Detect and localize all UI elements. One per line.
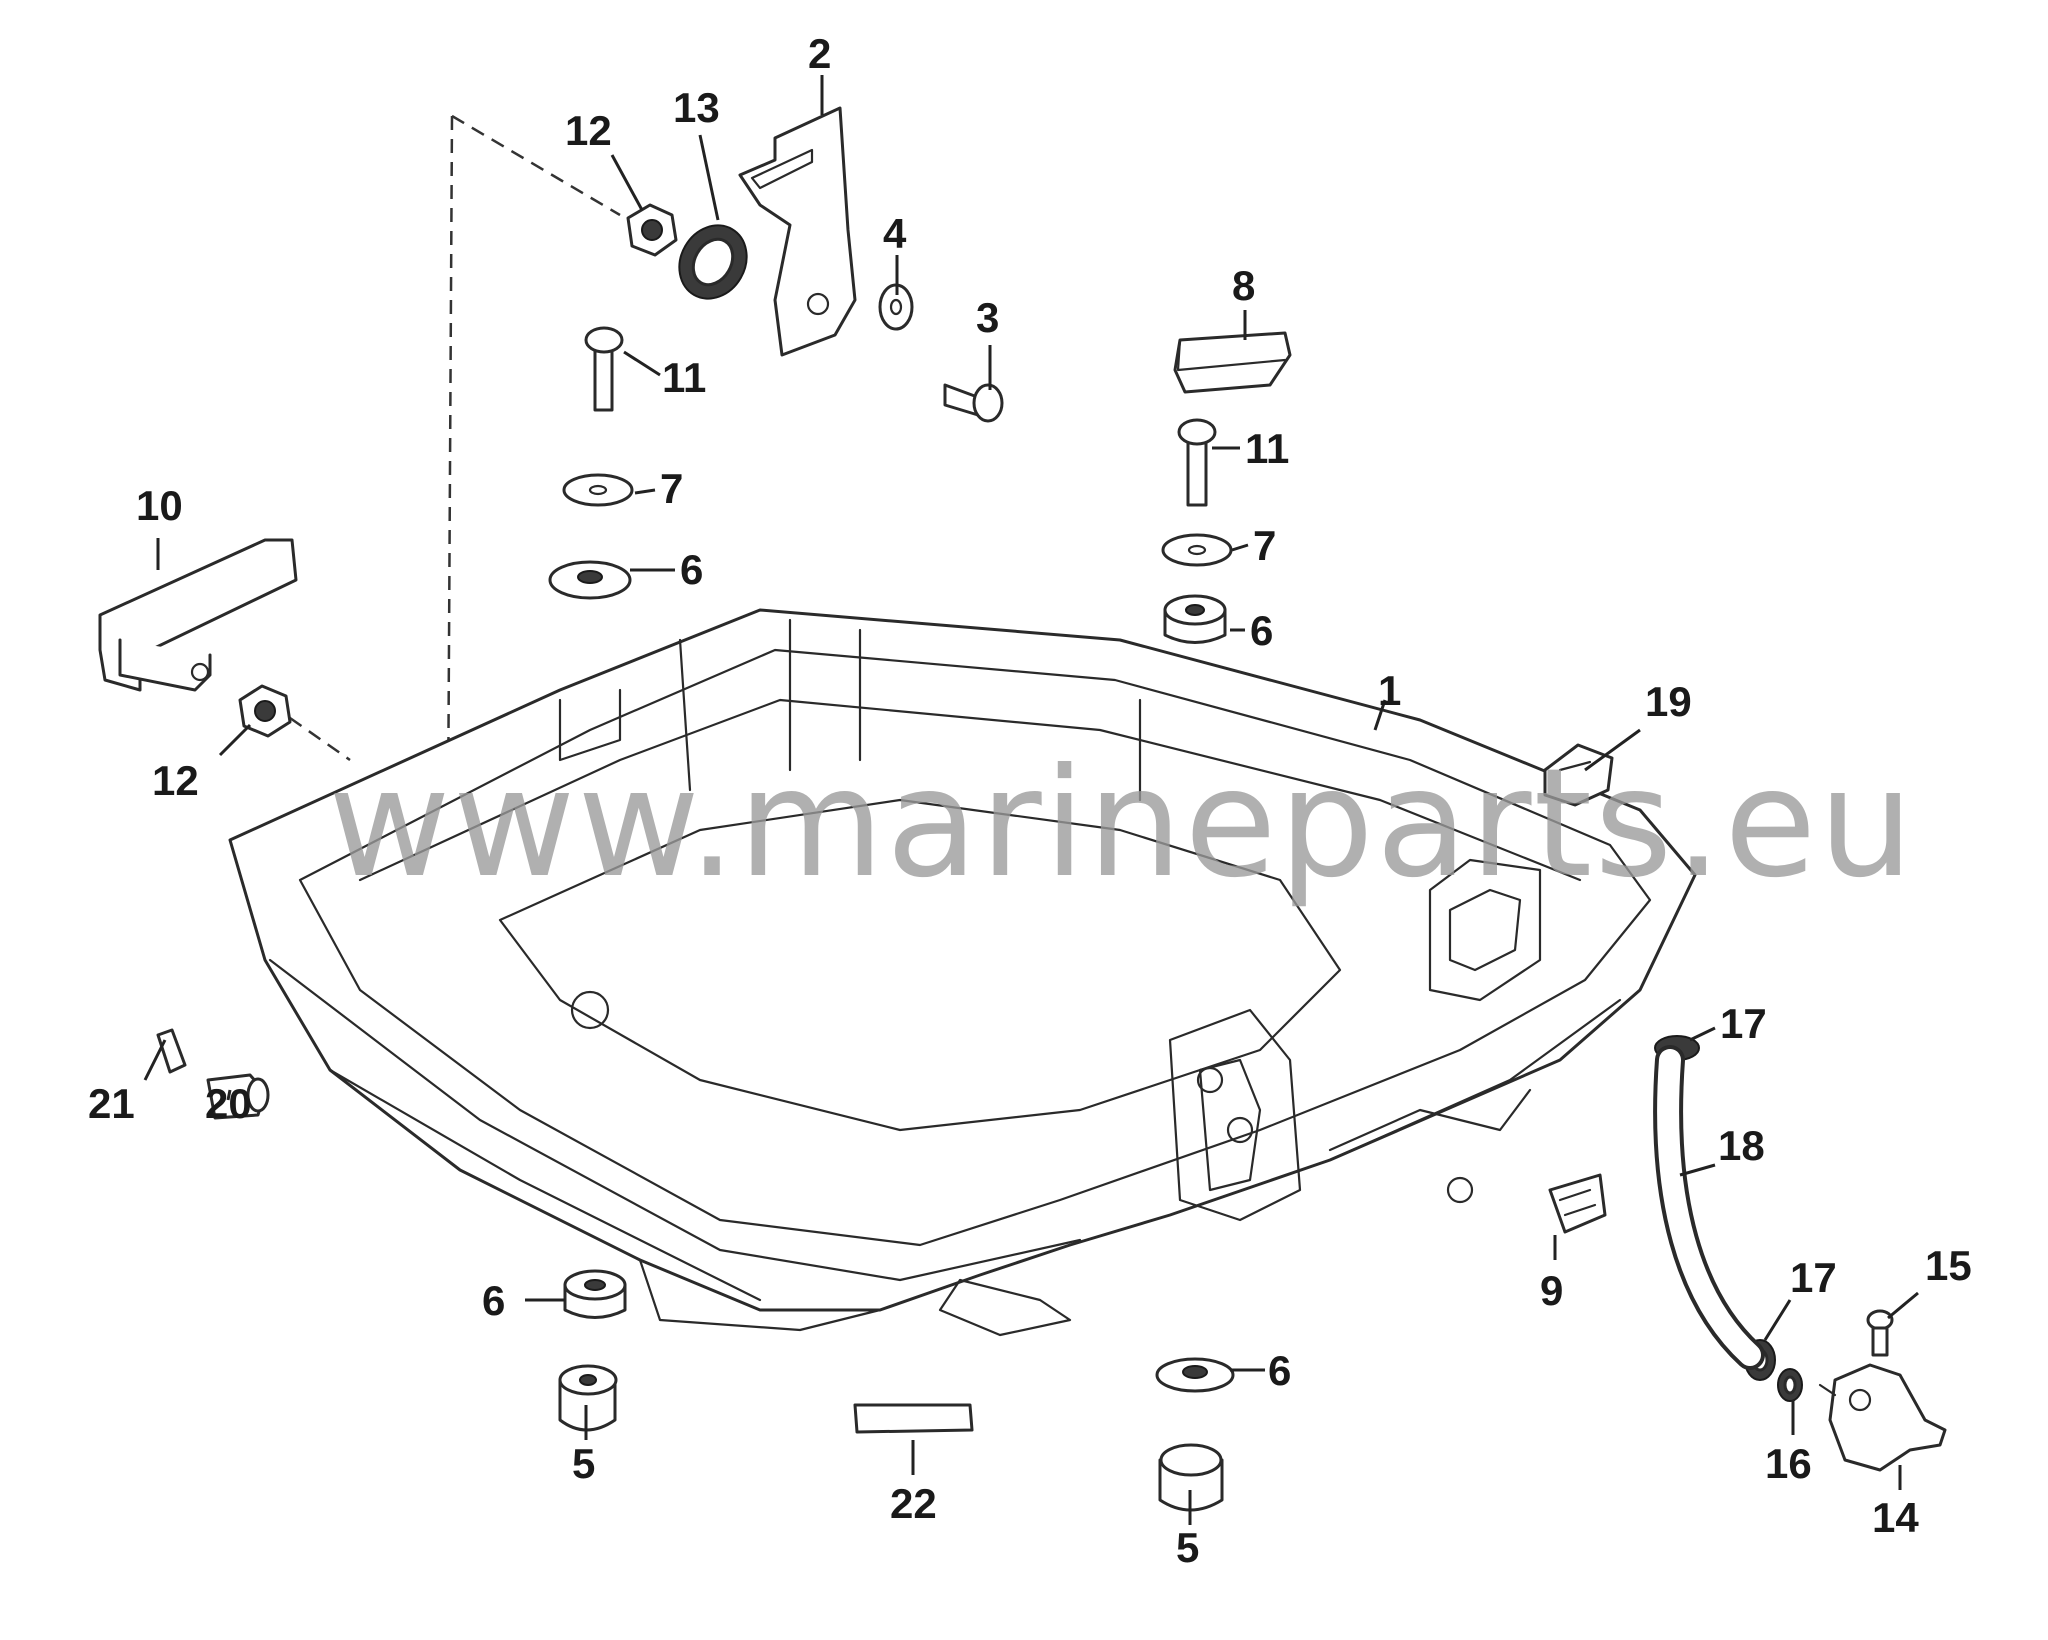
fuel-hose — [1653, 1045, 1765, 1370]
mount-lower-left — [563, 1269, 627, 1319]
washer-right — [1161, 533, 1233, 567]
decal — [853, 1403, 974, 1434]
callout-21: 21 — [88, 1080, 135, 1127]
mount-lower-right — [1155, 1357, 1235, 1393]
mounting-bracket — [738, 106, 857, 357]
callout-12-top: 12 — [565, 107, 612, 154]
grommet-ring — [678, 224, 748, 300]
callout-2: 2 — [808, 30, 831, 77]
nut-top — [626, 203, 678, 257]
callout-8: 8 — [1232, 262, 1255, 309]
callout-1: 1 — [1378, 667, 1401, 714]
callout-16: 16 — [1765, 1440, 1812, 1487]
callout-18: 18 — [1718, 1122, 1765, 1169]
callout-9: 9 — [1540, 1267, 1563, 1314]
callout-14: 14 — [1872, 1494, 1919, 1541]
callout-17-bottom: 17 — [1790, 1254, 1837, 1301]
assembly-dash-lines — [289, 114, 621, 821]
clip — [1548, 1173, 1607, 1234]
callout-13: 13 — [673, 84, 720, 131]
mount-upper-right — [1163, 594, 1227, 644]
bottom-cowl-pan — [228, 608, 1697, 1337]
callout-22: 22 — [890, 1480, 937, 1527]
washer-left — [562, 473, 634, 507]
callout-6-lower-right: 6 — [1268, 1347, 1291, 1394]
watermark-text: www.marineparts.eu — [328, 737, 1916, 911]
o-ring — [1777, 1368, 1803, 1402]
callout-labels: 1 2 3 4 5 5 6 6 6 6 7 7 8 9 10 11 11 12 … — [88, 30, 1972, 1571]
callout-20: 20 — [205, 1080, 252, 1127]
callout-4: 4 — [883, 210, 907, 257]
stop-block — [1173, 331, 1292, 394]
fuel-connector — [1818, 1363, 1947, 1472]
callout-6-lower-left: 6 — [482, 1277, 505, 1324]
handle — [98, 538, 298, 692]
leader-lines — [143, 75, 1919, 1525]
connector-screw — [1866, 1309, 1894, 1357]
fitting — [206, 1073, 270, 1120]
callout-5-left: 5 — [572, 1440, 595, 1487]
cowl-grommet — [1543, 743, 1614, 807]
callout-15: 15 — [1925, 1242, 1972, 1289]
callout-10: 10 — [136, 482, 183, 529]
screw — [943, 383, 1004, 423]
nut-left — [238, 684, 292, 738]
bolt-left — [584, 326, 624, 412]
washer-small — [878, 283, 914, 331]
grommet-left — [558, 1364, 618, 1432]
callout-6-upper-right: 6 — [1250, 607, 1273, 654]
callout-3: 3 — [976, 294, 999, 341]
small-clip — [156, 1028, 187, 1074]
callout-12-left: 12 — [152, 757, 199, 804]
callout-11-right: 11 — [1245, 425, 1289, 472]
callout-11-left: 11 — [662, 354, 706, 401]
callout-7-left: 7 — [660, 465, 683, 512]
callout-7-right: 7 — [1253, 522, 1276, 569]
callout-19: 19 — [1645, 678, 1692, 725]
callout-17-top: 17 — [1720, 1000, 1767, 1047]
mount-upper-left — [548, 560, 632, 600]
bolt-right — [1177, 418, 1217, 507]
grommet-right — [1158, 1443, 1224, 1512]
callout-6-upper-left: 6 — [680, 546, 703, 593]
callout-5-right: 5 — [1176, 1524, 1199, 1571]
